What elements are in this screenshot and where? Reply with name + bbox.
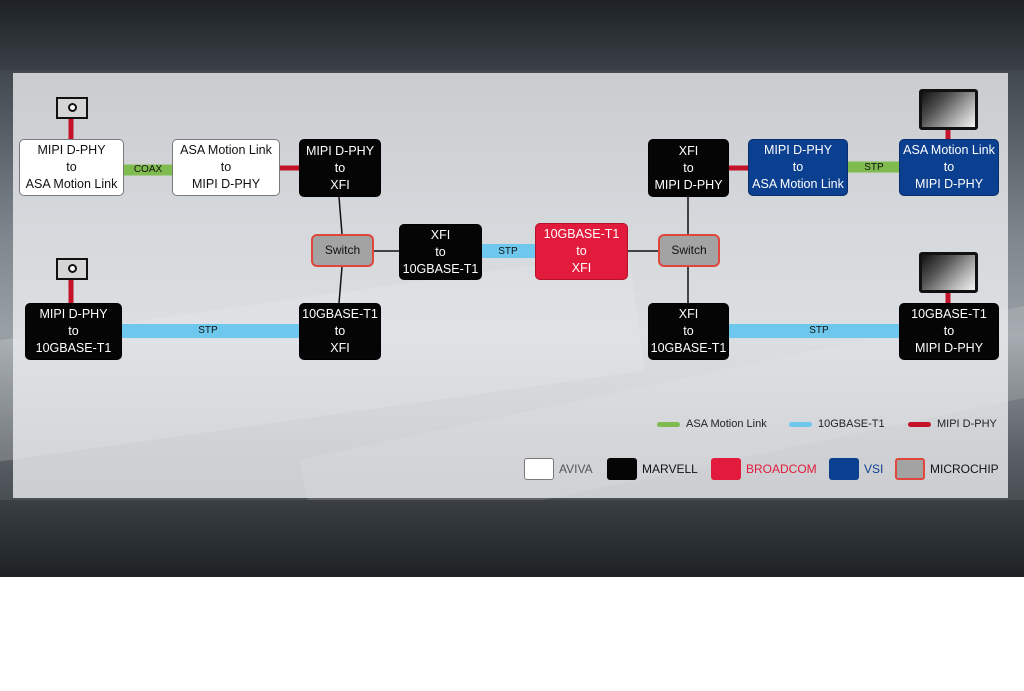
legend-swatch-blue (789, 421, 812, 427)
legend-mipi-dphy: MIPI D-PHY (908, 418, 997, 430)
switch-left: Switch (311, 234, 374, 267)
node-line: 10GBASE-T1 (35, 341, 112, 355)
xfi-link-1 (338, 196, 343, 235)
node-line: MIPI D-PHY (37, 143, 106, 157)
legend-label: 10GBASE-T1 (818, 418, 885, 430)
vendor-swatch-microchip (895, 458, 925, 480)
node-line: MIPI D-PHY (654, 177, 723, 192)
vendor-swatch-marvell (607, 458, 637, 480)
node-line: to (683, 160, 694, 175)
node-line: to (66, 160, 77, 174)
display-icon (919, 89, 978, 130)
node-line: XFI (330, 177, 350, 192)
legend-vendor-microchip: MICROCHIP (895, 458, 999, 480)
node-line: Switch (671, 243, 707, 257)
node-line: MIPI D-PHY (914, 177, 984, 191)
node-10gbase-t1-to-xfi-left: 10GBASE-T1 to XFI (299, 303, 381, 360)
link-label-stp-top-right: STP (864, 162, 884, 173)
node-line: XFI (678, 143, 699, 158)
node-line: to (792, 160, 804, 174)
node-mipi-to-xfi: MIPI D-PHY to XFI (299, 139, 381, 197)
node-line: MIPI D-PHY (191, 177, 261, 191)
node-10gbase-t1-to-xfi-broadcom: 10GBASE-T1 to XFI (535, 223, 628, 280)
node-xfi-to-10gbase-t1-center: XFI to 10GBASE-T1 (399, 224, 482, 280)
legend-vendor-aviva: AVIVA (524, 458, 593, 480)
node-line: MIPI D-PHY (914, 341, 984, 355)
link-label-stp-left: STP (198, 325, 218, 336)
switch-right: Switch (658, 234, 720, 267)
node-xfi-to-10gbase-t1-right: XFI to 10GBASE-T1 (648, 303, 729, 360)
node-mipi-to-asa: MIPI D-PHY to ASA Motion Link (19, 139, 124, 196)
node-line: 10GBASE-T1 (911, 307, 987, 321)
link-label-coax: COAX (133, 164, 163, 175)
node-line: to (334, 160, 346, 175)
node-xfi-to-mipi-right: XFI to MIPI D-PHY (648, 139, 729, 197)
camera-lens (68, 103, 77, 112)
node-line: XFI (571, 261, 592, 275)
legend-label: ASA Motion Link (686, 418, 767, 430)
camera-lens (68, 264, 77, 273)
link-label-stp-center: STP (498, 246, 518, 257)
xfi-link-2 (338, 266, 343, 304)
vendor-swatch-aviva (524, 458, 554, 480)
legend-swatch-red (908, 421, 931, 427)
node-line: ASA Motion Link (903, 143, 995, 157)
node-line: to (683, 324, 694, 338)
node-line: MIPI D-PHY (39, 307, 108, 321)
node-mipi-to-asa-vsi: MIPI D-PHY to ASA Motion Link (748, 139, 848, 196)
legend-vendor-vsi: VSI (829, 458, 883, 480)
node-line: XFI (430, 227, 451, 242)
legend-swatch-green (657, 421, 680, 427)
node-line: to (334, 324, 346, 338)
node-line: ASA Motion Link (25, 177, 118, 191)
node-asa-to-mipi-vsi: ASA Motion Link to MIPI D-PHY (899, 139, 999, 196)
vendor-swatch-vsi (829, 458, 859, 480)
legend-vendor-label: AVIVA (559, 462, 593, 476)
node-line: MIPI D-PHY (763, 143, 833, 157)
node-line: Switch (324, 243, 361, 257)
vendor-swatch-broadcom (711, 458, 741, 480)
legend-vendor-label: VSI (864, 462, 884, 476)
node-line: to (943, 324, 955, 338)
node-line: 10GBASE-T1 (650, 341, 727, 355)
node-line: to (68, 324, 79, 338)
camera-icon (56, 97, 88, 119)
node-10gbase-t1-to-mipi-right: 10GBASE-T1 to MIPI D-PHY (899, 303, 999, 360)
node-line: 10GBASE-T1 (543, 227, 620, 241)
legend-label: MIPI D-PHY (937, 418, 997, 430)
legend-vendor-label: BROADCOM (746, 462, 817, 476)
node-line: XFI (330, 341, 350, 355)
node-asa-to-mipi-left: ASA Motion Link to MIPI D-PHY (172, 139, 280, 196)
node-line: MIPI D-PHY (305, 143, 375, 158)
legend-10gbase-t1: 10GBASE-T1 (789, 418, 885, 430)
node-line: to (943, 160, 955, 174)
node-line: to (576, 244, 587, 258)
node-line: XFI (678, 307, 699, 321)
display-icon (919, 252, 978, 293)
legend-vendor-broadcom: BROADCOM (711, 458, 817, 480)
legend-asa-motion-link: ASA Motion Link (657, 418, 767, 430)
camera-icon (56, 258, 88, 280)
node-line: to (220, 160, 232, 174)
link-label-stp-bottom-right: STP (809, 325, 829, 336)
legend-vendor-marvell: MARVELL (607, 458, 698, 480)
legend-vendor-label: MICROCHIP (930, 462, 999, 476)
node-mipi-to-10gbase-t1-left: MIPI D-PHY to 10GBASE-T1 (25, 303, 122, 360)
node-line: 10GBASE-T1 (402, 261, 479, 276)
legend-vendor-label: MARVELL (642, 462, 698, 476)
node-line: to (435, 244, 446, 259)
node-line: ASA Motion Link (752, 177, 844, 191)
node-line: 10GBASE-T1 (302, 307, 378, 321)
node-line: ASA Motion Link (180, 143, 272, 157)
